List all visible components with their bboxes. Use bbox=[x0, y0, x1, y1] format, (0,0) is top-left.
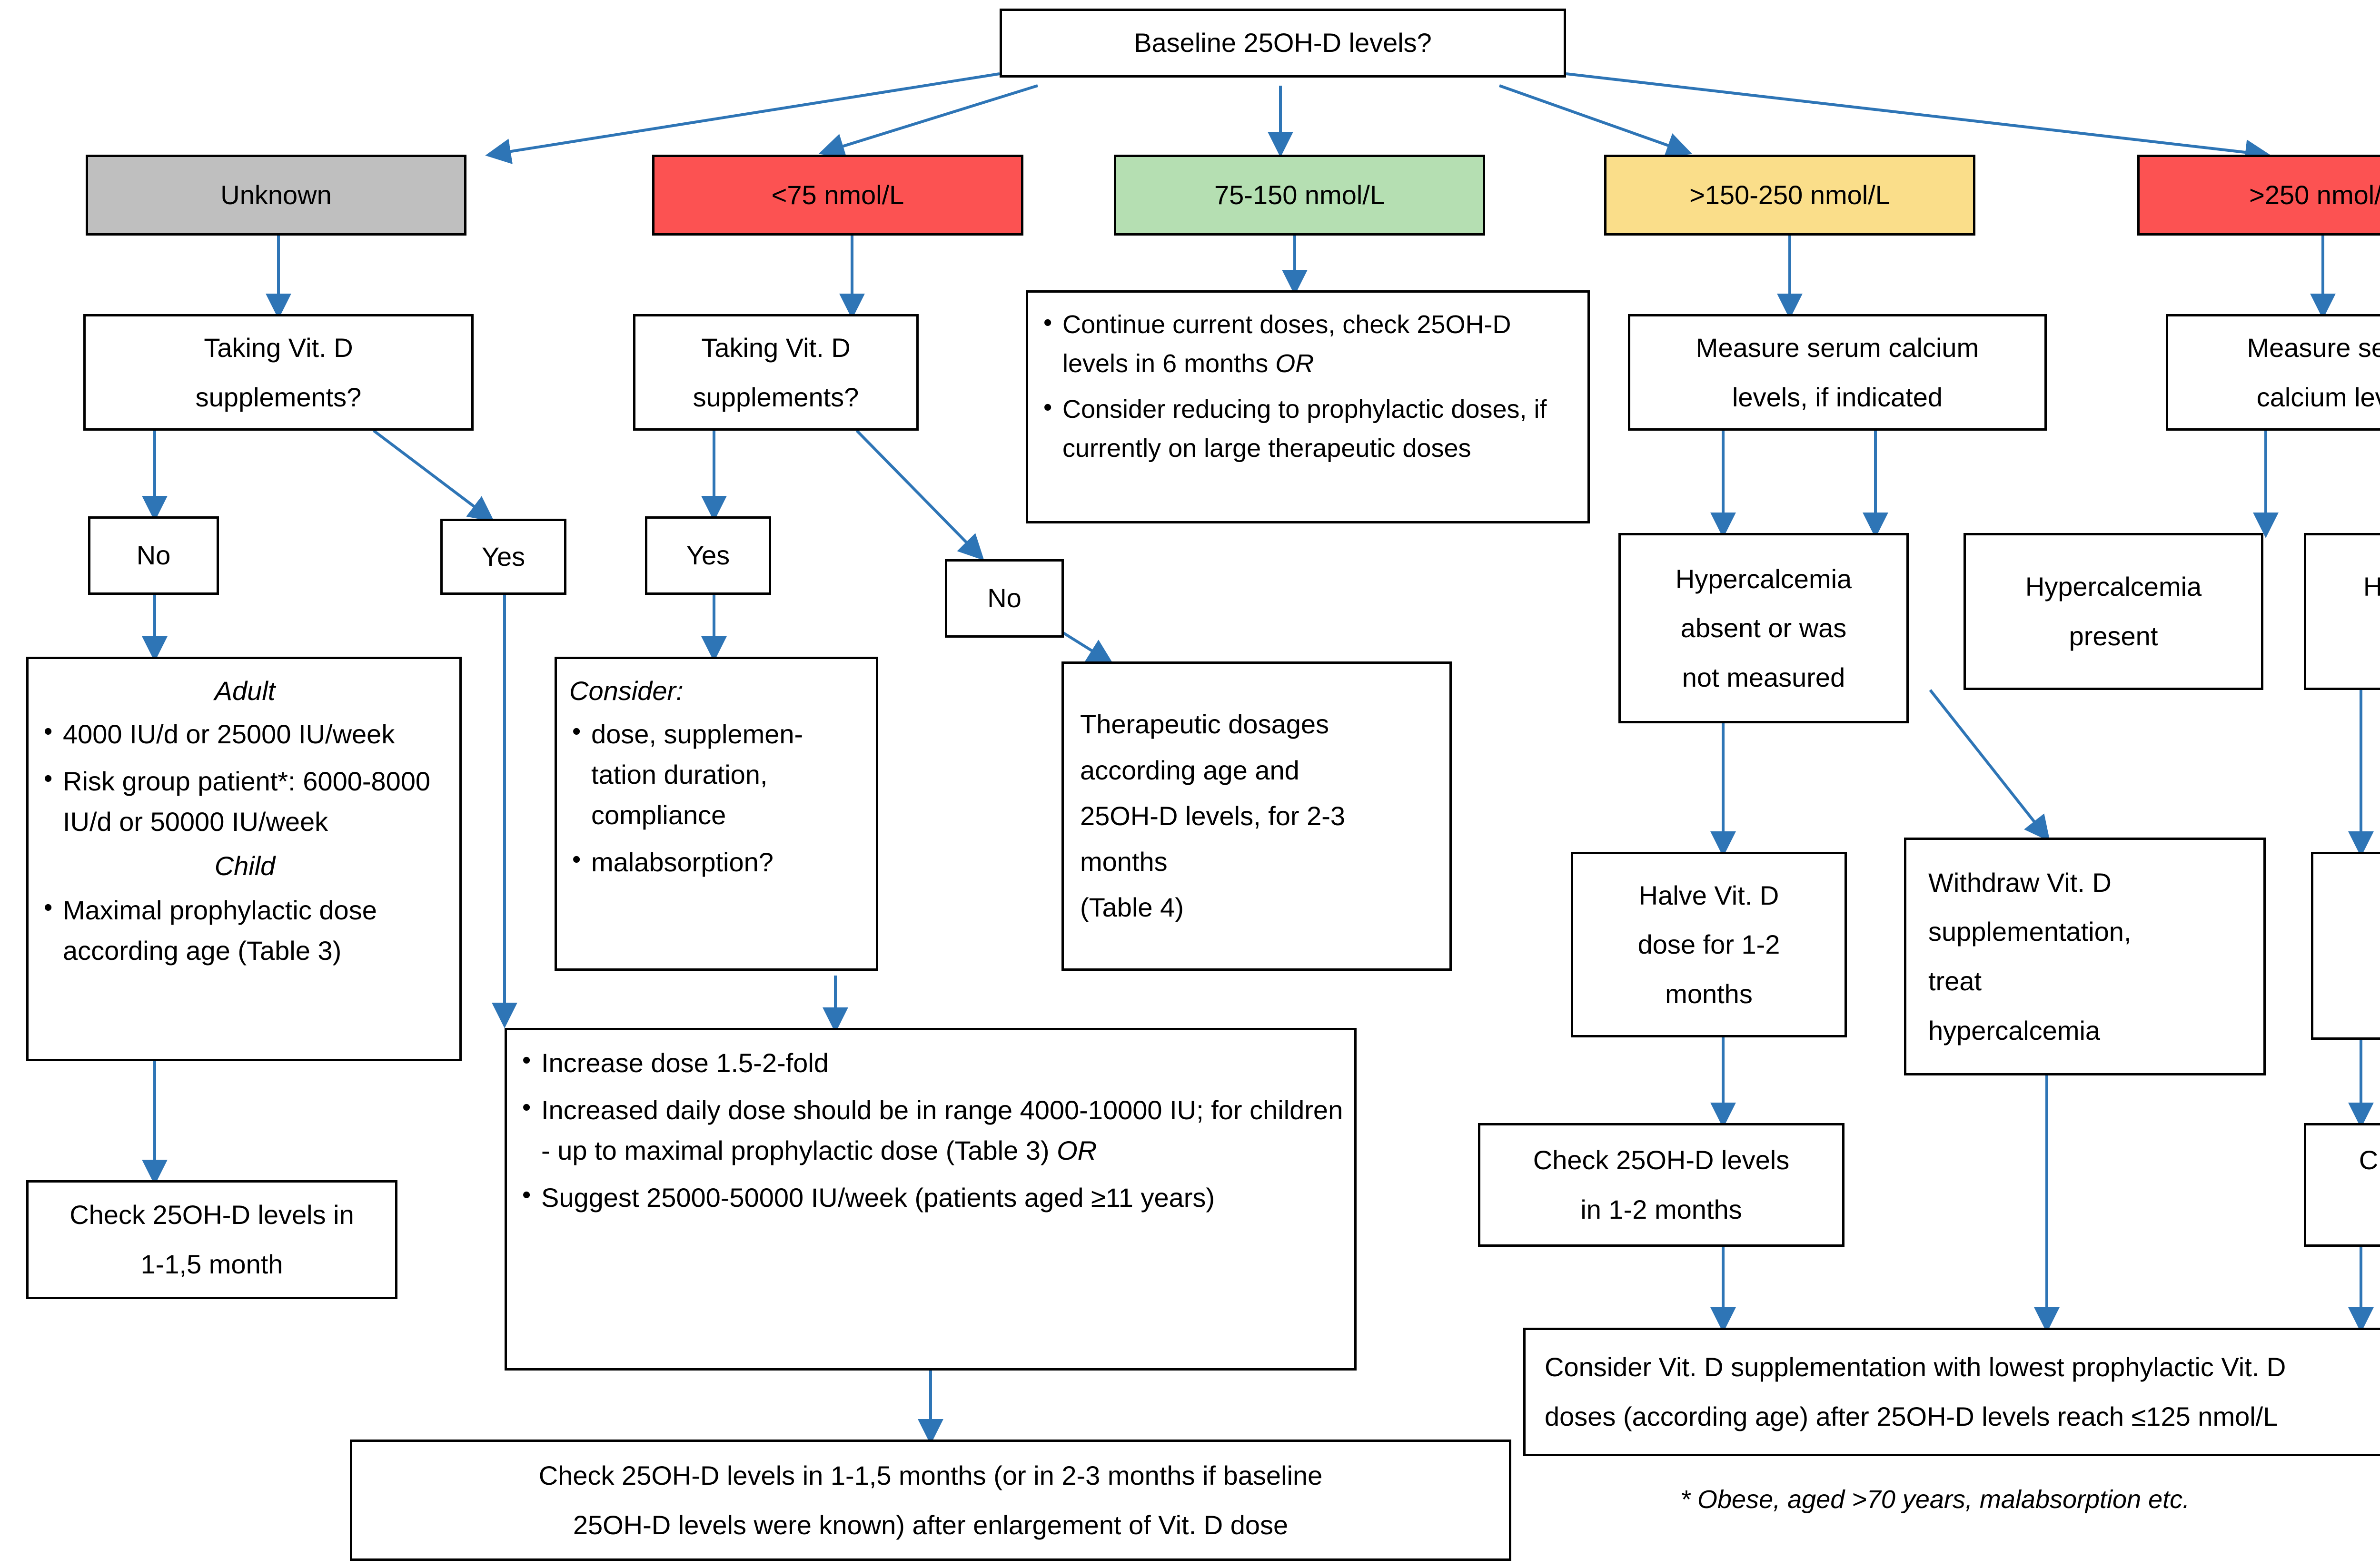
node-level-gt250-label: >250 nmol/L bbox=[2249, 179, 2380, 210]
node-therapeutic-dosages-line5: (Table 4) bbox=[1080, 892, 1184, 923]
list-item: 4000 IU/d or 25000 IU/week bbox=[41, 713, 449, 754]
node-therapeutic-dosages-line2: according age and bbox=[1080, 755, 1299, 785]
node-unknown-yes: Yes bbox=[440, 519, 566, 595]
node-measure-calcium-if-indicated-line1: Measure serum calcium bbox=[1696, 332, 1979, 363]
node-hyperca-absent-or-not-line3: not measured bbox=[1682, 662, 1845, 692]
node-consider-lowest-line2: doses (according age) after 25OH-D level… bbox=[1545, 1401, 2278, 1431]
node-low-no: No bbox=[945, 559, 1064, 638]
node-consider-lowest-prophylactic: Consider Vit. D supplementation with low… bbox=[1523, 1328, 2380, 1456]
node-check-2-months-line1: Check 25OH-D levels bbox=[2359, 1145, 2380, 1175]
node-therapeutic-dosages-line1: Therapeutic dosages bbox=[1080, 709, 1329, 740]
node-low-yes: Yes bbox=[645, 516, 771, 595]
node-consider-factors: Consider: dose, supplemen-tation duratio… bbox=[555, 657, 878, 971]
node-low-no-label: No bbox=[987, 583, 1021, 613]
node-withdraw-1-2-months: Withdraw Vit. D supplementation for 1-2 … bbox=[2311, 852, 2380, 1040]
node-withdraw-and-treat-line4: hypercalcemia bbox=[1928, 1015, 2101, 1045]
node-level-lt75-label: <75 nmol/L bbox=[771, 179, 904, 210]
node-hypercalcemia-absent: Hypercalcemia absent bbox=[2304, 533, 2380, 690]
footnote: * Obese, aged >70 years, malabsorption e… bbox=[1680, 1485, 2190, 1514]
adult-bullet-list: 4000 IU/d or 25000 IU/week Risk group pa… bbox=[41, 713, 449, 842]
node-level-75-150: 75-150 nmol/L bbox=[1114, 155, 1485, 236]
node-halve-dose-line2: dose for 1-2 bbox=[1637, 929, 1780, 960]
node-hyperca-present-line1: Hypercalcemia bbox=[2025, 572, 2202, 602]
node-hyperca-absent-or-not-line1: Hypercalcemia bbox=[1675, 563, 1852, 594]
list-item: Continue current doses, check 25OH-D lev… bbox=[1041, 304, 1577, 383]
node-measure-calcium-if-indicated: Measure serum calcium levels, if indicat… bbox=[1628, 314, 2047, 431]
node-check-after-enlargement: Check 25OH-D levels in 1-1,5 months (or … bbox=[350, 1440, 1511, 1561]
node-check-1-2-months-line1: Check 25OH-D levels bbox=[1533, 1145, 1790, 1175]
node-taking-supplements-unknown-line2: supplements? bbox=[195, 382, 362, 412]
node-withdraw-and-treat-line1: Withdraw Vit. D bbox=[1928, 867, 2112, 897]
node-check-1-2-months-line2: in 1-2 months bbox=[1580, 1194, 1742, 1224]
node-low-yes-label: Yes bbox=[686, 540, 730, 571]
node-taking-supplements-low-line2: supplements? bbox=[693, 382, 859, 412]
node-level-lt75: <75 nmol/L bbox=[652, 155, 1023, 236]
node-check-1-15-month: Check 25OH-D levels in 1-1,5 month bbox=[26, 1180, 397, 1299]
node-adult-child-doses: Adult 4000 IU/d or 25000 IU/week Risk gr… bbox=[26, 657, 462, 1061]
node-taking-supplements-unknown: Taking Vit. D supplements? bbox=[83, 314, 474, 431]
node-hyperca-absent-line1: Hypercalcemia bbox=[2363, 572, 2380, 602]
node-check-after-enlargement-line2: 25OH-D levels were known) after enlargem… bbox=[573, 1509, 1289, 1540]
node-root-label: Baseline 25OH-D levels? bbox=[1134, 28, 1432, 58]
node-therapeutic-dosages-line4: months bbox=[1080, 847, 1168, 877]
node-unknown-no-label: No bbox=[136, 540, 171, 571]
node-hyperca-present-line2: present bbox=[2069, 621, 2158, 651]
node-child-heading: Child bbox=[214, 851, 276, 881]
node-adult-heading: Adult bbox=[214, 676, 276, 706]
node-check-1-15-month-line2: 1-1,5 month bbox=[140, 1249, 283, 1279]
node-hypercalcemia-present: Hypercalcemia present bbox=[1964, 533, 2263, 690]
node-level-gt250: >250 nmol/L bbox=[2137, 155, 2380, 236]
node-consider-heading: Consider: bbox=[569, 676, 684, 706]
node-measure-calcium: Measure serum calcium levels bbox=[2166, 314, 2380, 431]
node-withdraw-and-treat-line2: supplementation, bbox=[1928, 917, 2132, 947]
node-hyperca-absent-or-not-line2: absent or was bbox=[1680, 613, 1847, 643]
node-check-2-months: Check 25OH-D levels in 2 months bbox=[2304, 1123, 2380, 1247]
node-level-unknown-label: Unknown bbox=[220, 179, 332, 210]
node-therapeutic-dosages: Therapeutic dosages according age and 25… bbox=[1061, 661, 1452, 971]
increase-bullet-list: Increase dose 1.5-2-fold Increased daily… bbox=[519, 1042, 1344, 1218]
node-measure-calcium-line2: calcium levels bbox=[2256, 382, 2380, 412]
node-check-1-2-months: Check 25OH-D levels in 1-2 months bbox=[1478, 1123, 1844, 1247]
node-taking-supplements-low-line1: Taking Vit. D bbox=[701, 332, 851, 363]
node-withdraw-and-treat: Withdraw Vit. D supplementation, treat h… bbox=[1904, 838, 2266, 1075]
node-level-75-150-label: 75-150 nmol/L bbox=[1214, 179, 1385, 210]
node-unknown-no: No bbox=[88, 516, 219, 595]
list-item: Increase dose 1.5-2-fold bbox=[519, 1042, 1344, 1083]
node-therapeutic-dosages-line3: 25OH-D levels, for 2-3 bbox=[1080, 800, 1346, 831]
node-level-150-250: >150-250 nmol/L bbox=[1604, 155, 1975, 236]
node-root: Baseline 25OH-D levels? bbox=[1000, 9, 1566, 78]
list-item: Increased daily dose should be in range … bbox=[519, 1089, 1344, 1171]
list-item: Suggest 25000-50000 IU/week (patients ag… bbox=[519, 1176, 1344, 1218]
node-level-150-250-label: >150-250 nmol/L bbox=[1689, 179, 1890, 210]
node-halve-dose: Halve Vit. D dose for 1-2 months bbox=[1571, 852, 1847, 1037]
child-bullet-list: Maximal prophylactic dose according age … bbox=[41, 889, 449, 971]
list-item: malabsorption? bbox=[569, 841, 865, 882]
node-consider-lowest-line1: Consider Vit. D supplementation with low… bbox=[1545, 1352, 2286, 1382]
node-measure-calcium-line1: Measure serum bbox=[2247, 332, 2380, 363]
node-check-1-15-month-line1: Check 25OH-D levels in bbox=[69, 1200, 354, 1230]
node-halve-dose-line1: Halve Vit. D bbox=[1638, 880, 1779, 910]
list-item: Maximal prophylactic dose according age … bbox=[41, 889, 449, 971]
node-taking-supplements-low: Taking Vit. D supplements? bbox=[633, 314, 919, 431]
node-check-after-enlargement-line1: Check 25OH-D levels in 1-1,5 months (or … bbox=[538, 1460, 1323, 1490]
continue-bullet-list: Continue current doses, check 25OH-D lev… bbox=[1041, 304, 1577, 468]
node-hypercalcemia-absent-or-not-measured: Hypercalcemia absent or was not measured bbox=[1618, 533, 1909, 723]
node-increase-dose: Increase dose 1.5-2-fold Increased daily… bbox=[505, 1028, 1357, 1371]
node-withdraw-and-treat-line3: treat bbox=[1928, 966, 1982, 996]
node-halve-dose-line3: months bbox=[1665, 978, 1753, 1009]
node-measure-calcium-if-indicated-line2: levels, if indicated bbox=[1732, 382, 1943, 412]
list-item: Risk group patient*: 6000-8000 IU/d or 5… bbox=[41, 760, 449, 842]
node-taking-supplements-unknown-line1: Taking Vit. D bbox=[204, 332, 353, 363]
node-level-unknown: Unknown bbox=[86, 155, 466, 236]
consider-bullet-list: dose, supplemen-tation duration, complia… bbox=[569, 713, 865, 882]
node-unknown-yes-label: Yes bbox=[481, 541, 526, 572]
list-item: dose, supplemen-tation duration, complia… bbox=[569, 713, 865, 835]
list-item: Consider reducing to prophylactic doses,… bbox=[1041, 389, 1577, 468]
node-continue-current-doses: Continue current doses, check 25OH-D lev… bbox=[1026, 290, 1590, 523]
